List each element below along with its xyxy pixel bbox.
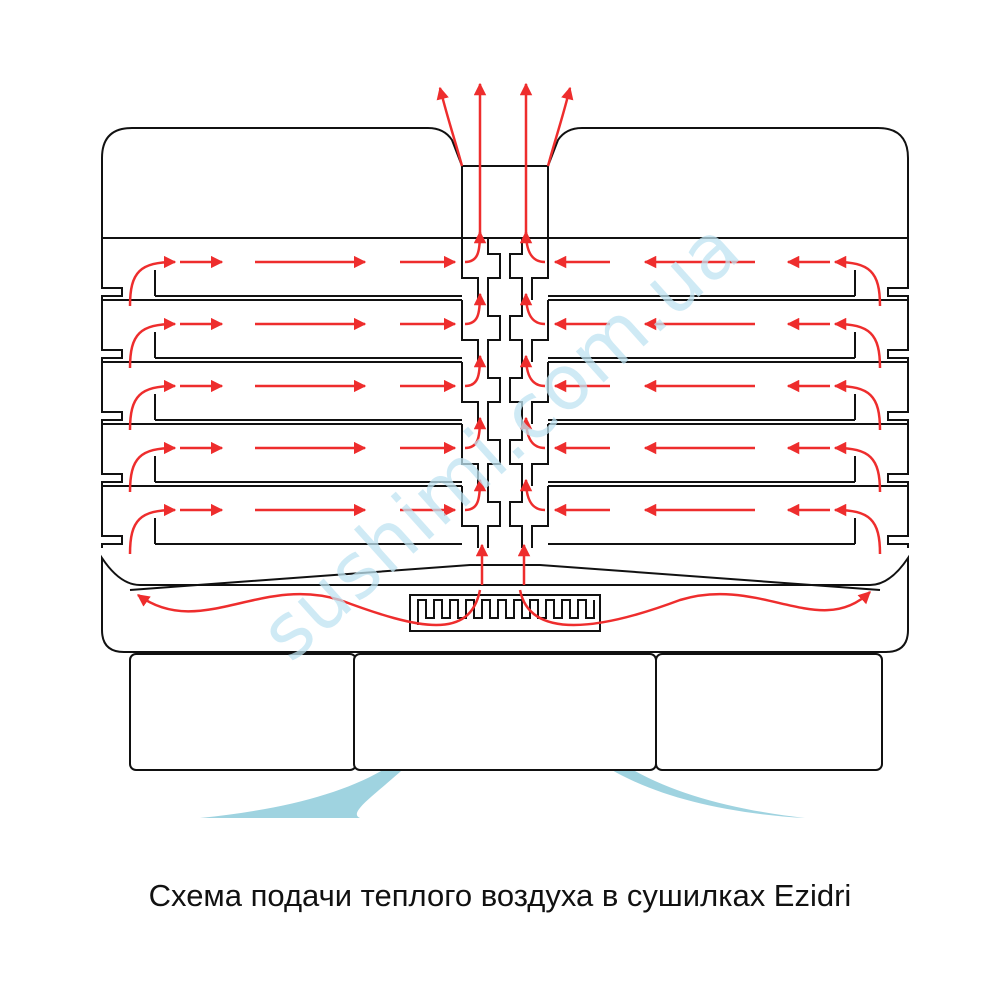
- collar-inner-left: [487, 238, 501, 300]
- dehydrator-housing: [101, 127, 909, 653]
- exhaust-arrow-4: [546, 86, 574, 167]
- lid-right: [547, 127, 909, 239]
- hot-air-heater-to-right: [518, 589, 871, 627]
- tray-wall-right: [887, 486, 909, 548]
- collar-inner-left: [487, 362, 501, 424]
- collar-left: [461, 300, 479, 362]
- tray-wall-right: [887, 424, 909, 486]
- hot-air-flow: [128, 230, 882, 627]
- hot-air-riser-left: [128, 441, 177, 493]
- hot-air-to-center-left: [464, 416, 487, 450]
- hot-air-to-center-right: [519, 230, 546, 264]
- base-block-center: [353, 653, 657, 771]
- collar-inner-left: [487, 300, 501, 362]
- hot-air-to-center-left: [464, 478, 487, 512]
- hot-air-riser-right: [833, 441, 882, 493]
- collar-inner-right: [509, 362, 523, 424]
- hot-air-to-center-left: [464, 354, 487, 388]
- tray-2: [101, 299, 909, 362]
- hot-air-riser-right: [833, 317, 882, 369]
- base-block-right: [655, 653, 883, 771]
- hot-air-to-center-right: [519, 292, 546, 326]
- lid-left: [101, 127, 463, 239]
- hot-air-to-center-right: [519, 478, 546, 512]
- hot-air-to-center-left: [464, 230, 487, 264]
- tray-stack: [101, 237, 909, 548]
- base-block-left: [129, 653, 357, 771]
- hot-air-riser-right: [833, 379, 882, 431]
- heater-deflector: [129, 564, 881, 591]
- collar-left: [461, 362, 479, 424]
- tray-wall-left: [101, 300, 123, 362]
- hot-air-tray-3: [128, 354, 882, 431]
- tray-wall-right: [887, 362, 909, 424]
- hot-air-to-center-left: [464, 292, 487, 326]
- tray-wall-left: [101, 238, 123, 300]
- collar-left: [461, 424, 479, 486]
- collar-right: [531, 362, 549, 424]
- tray-wall-right: [887, 300, 909, 362]
- collar-inner-left: [487, 424, 501, 486]
- hot-air-tray-2: [128, 292, 882, 369]
- collar-inner-left: [487, 486, 501, 548]
- collar-right: [531, 486, 549, 548]
- tray-wall-left: [101, 362, 123, 424]
- hot-air-riser-left: [128, 503, 177, 555]
- tray-wall-right: [887, 238, 909, 300]
- tray-wall-left: [101, 486, 123, 548]
- hot-air-riser-right: [833, 503, 882, 555]
- hot-air-riser-left: [128, 317, 177, 369]
- hot-air-to-center-right: [519, 354, 546, 388]
- hot-air-heater-to-left: [136, 589, 482, 627]
- tray-1: [101, 237, 909, 300]
- tray-5: [101, 485, 909, 548]
- dehydrator-base: [129, 653, 883, 771]
- hot-air-to-center-right: [519, 416, 546, 450]
- collar-right: [531, 238, 549, 300]
- hot-air-tray-5: [128, 478, 882, 555]
- tray-wall-left: [101, 424, 123, 486]
- collar-inner-right: [509, 238, 523, 300]
- hot-air-riser-left: [128, 255, 177, 307]
- collar-left: [461, 238, 479, 300]
- tray-4: [101, 423, 909, 486]
- collar-left: [461, 486, 479, 548]
- collar-inner-right: [509, 300, 523, 362]
- exhaust-arrow-1: [436, 86, 464, 167]
- collar-inner-right: [509, 486, 523, 548]
- tray-3: [101, 361, 909, 424]
- hot-air-riser-right: [833, 255, 882, 307]
- hot-air-riser-left: [128, 379, 177, 431]
- collar-right: [531, 424, 549, 486]
- collar-right: [531, 300, 549, 362]
- center-chimney: [461, 165, 549, 239]
- collar-inner-right: [509, 424, 523, 486]
- diagram-caption: Схема подачи теплого воздуха в сушилках …: [148, 878, 852, 913]
- hot-air-tray-4: [128, 416, 882, 493]
- exhaust-arrows: [436, 82, 574, 236]
- hot-air-tray-1: [128, 230, 882, 307]
